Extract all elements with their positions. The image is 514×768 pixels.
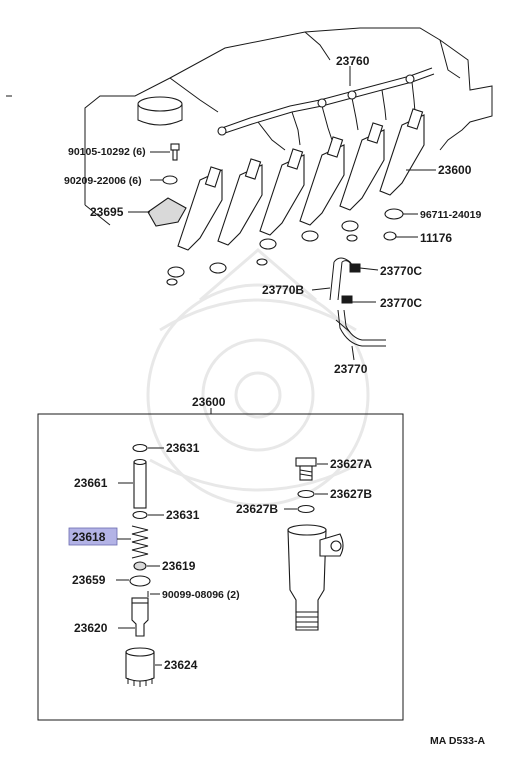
label-clamp: 23695 xyxy=(90,205,124,219)
label-gasket-upper: 23627B xyxy=(330,487,372,501)
gasket-lower-part xyxy=(297,504,315,514)
label-nozzle: 23620 xyxy=(74,621,108,635)
spacer-mid-part xyxy=(132,510,148,520)
spring-label-highlight xyxy=(68,527,118,546)
footer-code: MA D533-A xyxy=(430,735,485,747)
label-nozzle-holder-assy: 23600 xyxy=(438,163,472,177)
label-pressure-pin: 23661 xyxy=(74,476,108,490)
label-seat-gasket: 96711-24019 xyxy=(420,209,481,221)
detail-right-stack xyxy=(287,457,344,631)
nozzle-holder-5 xyxy=(339,122,385,211)
distance-piece-part xyxy=(129,575,151,587)
detail-box: 23600 xyxy=(37,395,404,721)
label-hose-clamp-lower: 23770C xyxy=(380,296,422,310)
label-washer: 90209-22006 (6) xyxy=(64,175,142,187)
upper-callouts: 23760 90105-10292 (6) 90209-22006 (6) 23… xyxy=(64,54,481,376)
watermark-emblem xyxy=(146,248,370,507)
label-spring-seat: 23619 xyxy=(162,559,196,573)
bolt-part xyxy=(170,143,180,161)
spring-seat-part xyxy=(133,561,147,571)
label-bolt: 90105-10292 (6) xyxy=(68,146,146,158)
label-spacer-mid: 23631 xyxy=(166,508,200,522)
label-washer-right: 11176 xyxy=(420,231,452,245)
nozzle-holder-3 xyxy=(259,148,305,236)
nozzle-part xyxy=(131,597,149,637)
spacer-top-part xyxy=(132,443,148,453)
nozzle-holder-row xyxy=(177,108,425,251)
label-hose: 23770B xyxy=(262,283,304,297)
nozzle-holder-1 xyxy=(177,166,223,251)
retaining-nut-part xyxy=(125,647,155,687)
nozzle-holder-6 xyxy=(379,108,425,196)
detail-callouts: 23631 23661 23631 23618 23619 23659 9009… xyxy=(68,441,372,672)
label-retaining-nut: 23624 xyxy=(164,658,198,672)
seat-washers xyxy=(166,208,404,286)
union-bolt-part xyxy=(295,457,317,481)
label-spring: 23618 xyxy=(72,530,106,544)
label-distance-piece: 23659 xyxy=(72,573,106,587)
washer-part xyxy=(162,175,178,185)
spring-part xyxy=(131,525,149,559)
detail-left-stack xyxy=(125,443,155,687)
nozzle-holder-4 xyxy=(299,136,345,226)
label-fuel-line: 23760 xyxy=(336,54,370,68)
label-hose-clamp-upper: 23770C xyxy=(380,264,422,278)
label-spacer-top: 23631 xyxy=(166,441,200,455)
hose-assembly xyxy=(329,257,386,347)
nozzle-holder-2 xyxy=(217,158,263,246)
injection-pipe xyxy=(217,67,435,151)
pressure-pin-part xyxy=(133,458,147,509)
label-union-bolt: 23627A xyxy=(330,457,372,471)
label-gasket-lower: 23627B xyxy=(236,502,278,516)
label-pin: 90099-08096 (2) xyxy=(162,589,240,601)
detail-box-title: 23600 xyxy=(192,395,226,409)
label-leakage-pipe: 23770 xyxy=(334,362,368,376)
clamp-part xyxy=(147,197,187,227)
gasket-upper-part xyxy=(297,489,315,499)
engine-head-outline xyxy=(84,27,493,226)
holder-body-part xyxy=(287,524,344,631)
